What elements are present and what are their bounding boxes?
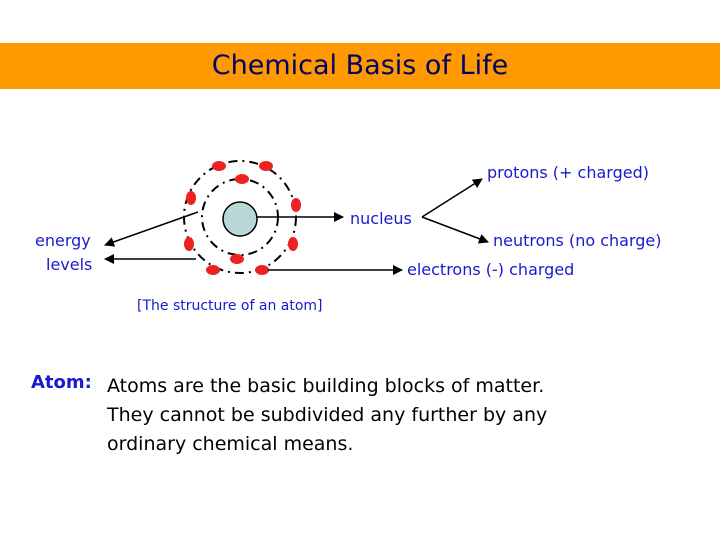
levels-label: levels bbox=[46, 255, 93, 274]
title-bar: Chemical Basis of Life bbox=[0, 43, 720, 89]
neutrons-label: neutrons (no charge) bbox=[493, 231, 662, 250]
electron bbox=[184, 237, 194, 251]
definition-text: Atoms are the basic building blocks of m… bbox=[107, 372, 667, 459]
electron bbox=[255, 265, 269, 275]
electrons-label: electrons (-) charged bbox=[407, 260, 575, 279]
nucleus-label: nucleus bbox=[350, 209, 412, 228]
diagram-caption: [The structure of an atom] bbox=[137, 298, 323, 314]
definition-line: ordinary chemical means. bbox=[107, 433, 354, 455]
electron bbox=[291, 198, 301, 212]
slide-title: Chemical Basis of Life bbox=[211, 50, 509, 81]
energy-level-arrow-outer bbox=[104, 211, 199, 247]
protons-arrow bbox=[421, 178, 483, 218]
electron bbox=[259, 161, 273, 171]
electron bbox=[212, 161, 226, 171]
electron bbox=[235, 174, 249, 184]
electron bbox=[288, 237, 298, 251]
definition-term: Atom: bbox=[31, 372, 92, 393]
energy-label: energy bbox=[35, 231, 91, 250]
electron bbox=[206, 265, 220, 275]
definition-line: They cannot be subdivided any further by… bbox=[107, 404, 548, 426]
nucleus-sphere bbox=[222, 201, 258, 237]
electron bbox=[186, 191, 196, 205]
neutrons-arrow bbox=[421, 216, 489, 244]
electron bbox=[230, 254, 244, 264]
protons-label: protons (+ charged) bbox=[487, 163, 649, 182]
definition-line: Atoms are the basic building blocks of m… bbox=[107, 375, 545, 397]
